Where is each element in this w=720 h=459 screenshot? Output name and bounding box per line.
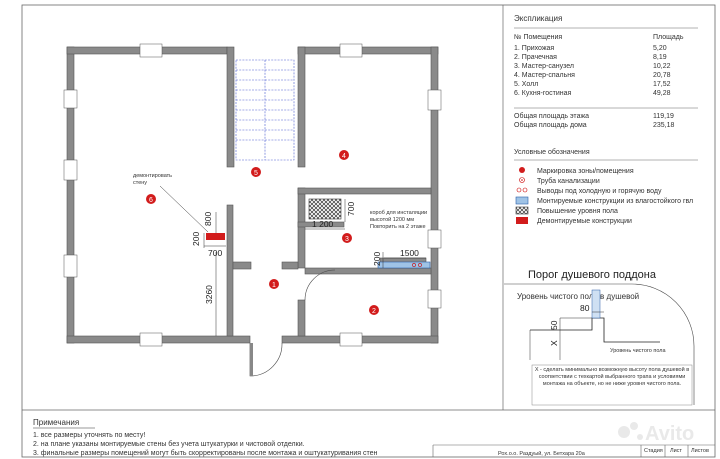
zone-marker-3: 3 — [342, 233, 352, 243]
demolish-wall — [206, 233, 225, 240]
svg-text:1: 1 — [272, 282, 276, 289]
plan-walls — [63, 43, 442, 347]
dim-700a: 700 — [208, 248, 222, 258]
dim-800: 800 — [203, 212, 213, 226]
legend-item: Монтируемые конструкции из влагостойкого… — [537, 197, 693, 205]
col-sheets: Листов — [691, 448, 709, 454]
svg-text:2: 2 — [372, 308, 376, 315]
demolish-note: демонтировать — [133, 173, 172, 179]
room-area: 10,22 — [653, 63, 671, 70]
clean-level: Уровень чистого пола — [610, 348, 667, 354]
total-area: 119,19 — [653, 113, 674, 120]
duct-note-1: короб для инсталяции — [370, 210, 427, 216]
room-area: 8,19 — [653, 54, 667, 61]
col-stage: Стадия — [644, 448, 663, 454]
notes-title: Примечания — [33, 418, 79, 427]
threshold-title: Порог душевого поддона — [528, 269, 657, 281]
legend-title: Условные обозначения — [514, 148, 590, 156]
zone-marker-6: 6 — [146, 194, 156, 204]
dim-1200: 1 200 — [312, 219, 334, 229]
svg-text:3: 3 — [345, 236, 349, 243]
legend-item: Маркировка зоны/помещения — [537, 168, 634, 175]
dim-3260: 3260 — [204, 285, 214, 304]
dim-700b: 700 — [346, 202, 356, 216]
laundry-door — [304, 269, 336, 301]
note-item: 3. финальные размеры помещений могут быт… — [33, 449, 378, 457]
legend: Условные обозначения Маркировка зоны/пом… — [514, 148, 698, 225]
room-name: 3. Мастер-санузел — [514, 63, 574, 70]
duct-note-2: высотой 1200 мм — [370, 216, 414, 223]
zone-marker-icon — [519, 167, 525, 173]
address: Рох.о.о. Раздуый, ул. Бетхара 20а — [498, 450, 586, 457]
dim-80: 80 — [580, 303, 590, 313]
room-area: 5,20 — [653, 45, 667, 52]
room-name: 2. Прачечная — [514, 54, 557, 61]
room-name: 6. Кухня-гостиная — [514, 90, 572, 97]
col-room: № Помещения — [514, 34, 562, 41]
gvl-duct — [377, 261, 431, 269]
room-name: 5. Холл — [514, 81, 538, 88]
water-outlet-icon — [418, 263, 422, 267]
dim-x: X — [549, 340, 559, 346]
duct-note-3: Повторить на 2 этаже — [370, 224, 426, 230]
clean-level-shower: Уровень чистого пола в душевой — [517, 292, 639, 301]
water-outlet-icon — [412, 263, 416, 267]
notes: Примечания 1. все размеры уточнять по ме… — [33, 418, 378, 457]
legend-item: Труба канализации — [537, 177, 600, 185]
raised-floor — [308, 198, 342, 220]
svg-text:6: 6 — [149, 197, 153, 204]
zone-marker-5: 5 — [251, 167, 261, 177]
demolish-icon — [516, 217, 528, 224]
zone-marker-1: 1 — [269, 279, 279, 289]
total-area: 235,18 — [653, 122, 675, 129]
col-sheet: Лист — [670, 448, 682, 454]
threshold-note: Х - сделать минимально возможную высоту … — [534, 367, 690, 387]
zone-marker-4: 4 — [339, 150, 349, 160]
raised-floor-icon — [515, 206, 529, 215]
room-area: 20,78 — [653, 72, 671, 79]
total-name: Общая площадь этажа — [514, 112, 589, 120]
total-name: Общая площадь дома — [514, 121, 587, 129]
room-area: 49,28 — [653, 90, 671, 97]
drawing-frame — [21, 4, 716, 458]
explication-title: Экспликация — [514, 14, 562, 23]
dim-1500: 1500 — [400, 248, 419, 258]
svg-text:5: 5 — [254, 170, 258, 177]
legend-item: Повышение уровня пола — [537, 208, 618, 215]
sewer-pipe-icon — [519, 177, 525, 183]
avito-watermark: Avito — [618, 422, 694, 445]
room-name: 1. Прихожая — [514, 45, 554, 52]
note-item: 1. все размеры уточнять по месту! — [33, 432, 145, 439]
water-outlet-icon — [516, 187, 522, 193]
dim-50: 50 — [549, 320, 559, 330]
shower-threshold-detail: Порог душевого поддона Уровень чистого п… — [504, 269, 695, 406]
note-item: 2. на плане указаны монтируемые стены бе… — [33, 440, 305, 448]
demolish-leader — [159, 185, 209, 233]
dim-200b: 200 — [372, 252, 382, 266]
title-block: Рох.о.о. Раздуый, ул. Бетхара 20а Стадия… — [432, 444, 715, 457]
entrance-door — [249, 342, 283, 377]
dimension-lines — [203, 199, 426, 336]
room-area: 17,52 — [653, 81, 671, 88]
col-area: Площадь — [653, 34, 684, 41]
stairs — [235, 59, 295, 161]
room-name: 4. Мастер-спальня — [514, 72, 575, 79]
svg-text:Avito: Avito — [645, 423, 694, 445]
zone-marker-2: 2 — [369, 305, 379, 315]
explication-table: Экспликация № Помещения Площадь 1. Прихо… — [514, 14, 698, 129]
demolish-note-2: стену — [133, 180, 147, 186]
legend-item: Демонтируемые конструкции — [537, 218, 632, 225]
svg-text:4: 4 — [342, 153, 346, 160]
dim-200a: 200 — [191, 232, 201, 246]
gvl-icon — [515, 196, 529, 205]
legend-item: Выводы под холодную и горячую воду — [537, 188, 662, 195]
